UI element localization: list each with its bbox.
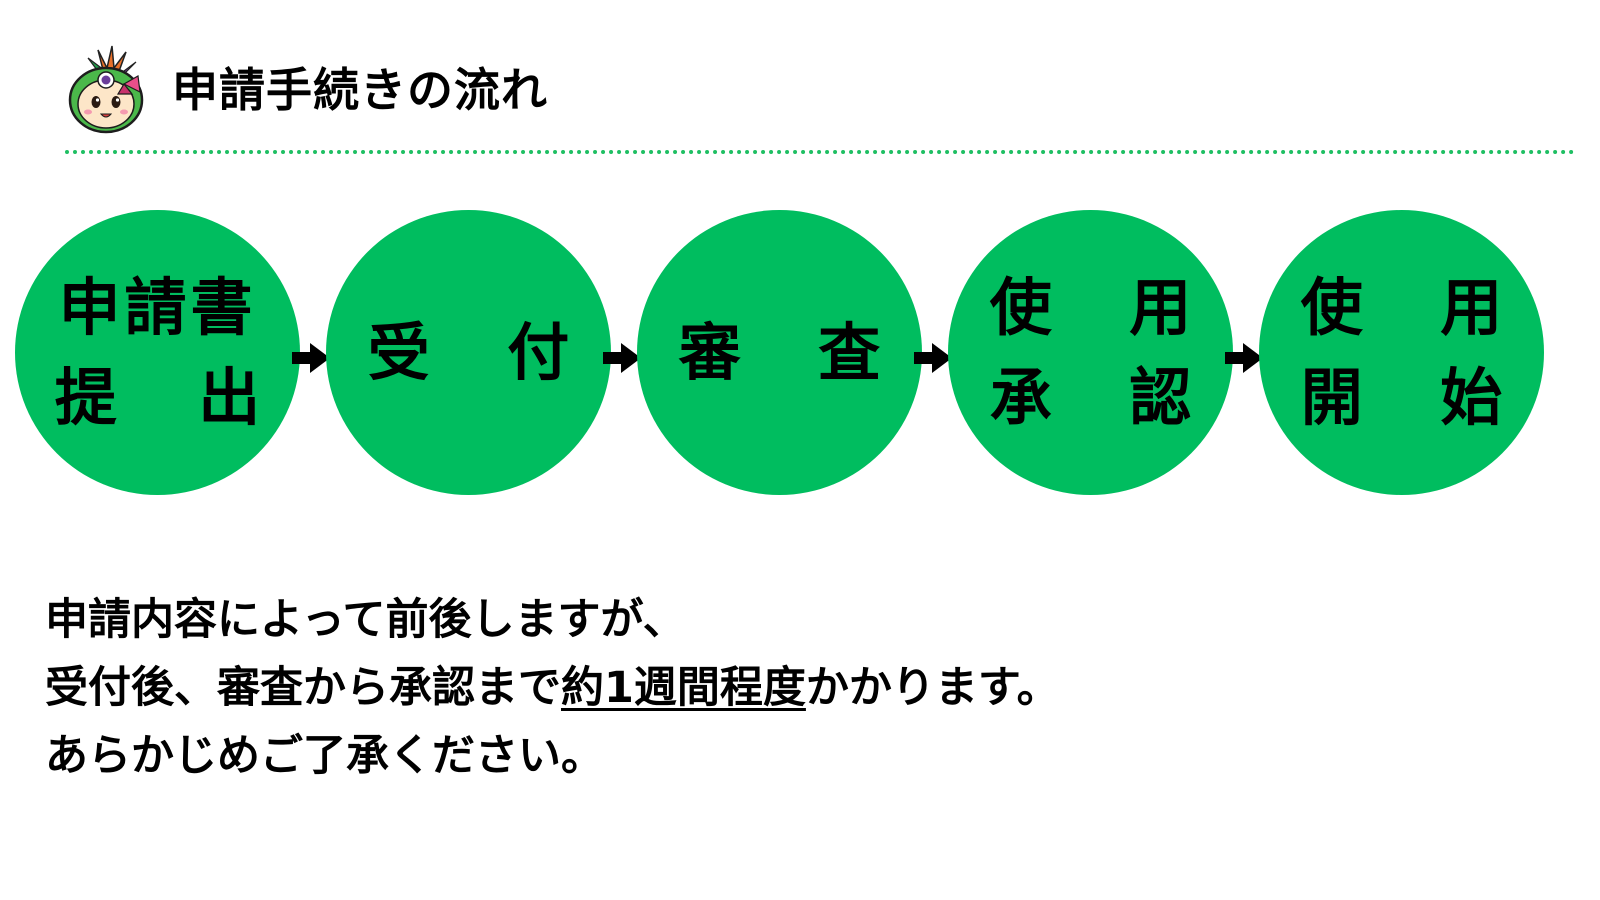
step-label-line1: 受 付	[367, 315, 598, 389]
right-arrow-icon	[1225, 343, 1263, 373]
process-flow: 申請書 提 出 受 付 審 査 使 用 承 認 使 用 開 始	[15, 210, 1544, 495]
note-line-2-before: 受付後、審査から承認まで	[45, 663, 561, 713]
right-arrow-icon	[914, 343, 952, 373]
right-arrow-icon	[292, 343, 330, 373]
step-label-line1: 申請書	[58, 270, 257, 344]
step-circle-reception: 受 付	[326, 210, 611, 495]
note-line-1: 申請内容によって前後しますが、	[45, 595, 686, 645]
note-duration-underlined: 約1週間程度	[561, 663, 806, 713]
step-label-line2: 提 出	[54, 360, 291, 434]
page-title: 申請手続きの流れ	[172, 63, 548, 117]
step-circle-approval: 使 用 承 認	[948, 210, 1233, 495]
note-line-2-after: かかります。	[805, 663, 1060, 713]
step-label-line2: 承 認	[989, 360, 1220, 434]
note-line-3: あらかじめご了承ください。	[45, 731, 604, 781]
mascot-character-icon	[68, 45, 144, 134]
dotted-divider	[65, 150, 1575, 154]
page-header: 申請手続きの流れ	[60, 44, 548, 136]
step-circle-review: 審 査	[637, 210, 922, 495]
step-label-line2: 開 始	[1300, 360, 1531, 434]
step-label-line1: 使 用	[989, 270, 1220, 344]
step-label-line1: 審 査	[678, 315, 909, 389]
step-circle-start-use: 使 用 開 始	[1259, 210, 1544, 495]
step-label-line1: 使 用	[1300, 270, 1531, 344]
notes-text: 申請内容によって前後しますが、 受付後、審査から承認まで約1週間程度かかります。…	[45, 586, 1060, 790]
note-line-2: 受付後、審査から承認まで約1週間程度かかります。	[45, 654, 1060, 722]
right-arrow-icon	[603, 343, 641, 373]
step-circle-application: 申請書 提 出	[15, 210, 300, 495]
